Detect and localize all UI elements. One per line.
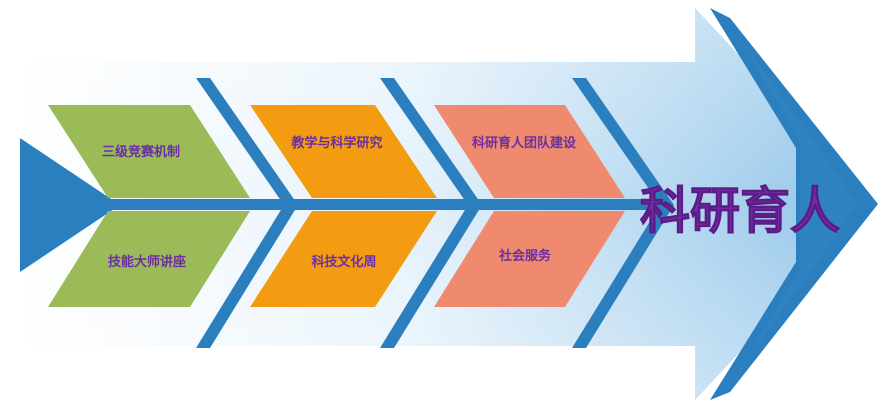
item-box-lower-2 (250, 211, 437, 307)
label-lower-3: 社会服务 (498, 248, 552, 264)
spine-line (100, 199, 660, 210)
chevron-separator-2 (380, 78, 482, 348)
item-box-upper-1 (48, 105, 250, 198)
item-box-lower-1 (48, 211, 250, 307)
label-lower-2: 科技文化周 (311, 254, 376, 270)
label-upper-1: 三级竞赛机制 (102, 144, 180, 160)
label-lower-1: 技能大师讲座 (108, 254, 186, 270)
chevron-separator-3 (572, 78, 674, 348)
item-box-lower-3 (434, 211, 625, 307)
chevron-separator-1 (196, 78, 298, 348)
item-box-upper-3 (434, 105, 625, 198)
item-box-upper-2 (250, 105, 437, 198)
label-upper-2: 教学与科学研究 (290, 135, 382, 151)
head-chevron-inner (735, 30, 858, 378)
tail-triangle (20, 138, 120, 272)
head-chevron (710, 8, 878, 400)
label-upper-3: 科研育人团队建设 (472, 135, 577, 151)
goal-title: 科研育人 (640, 182, 840, 240)
